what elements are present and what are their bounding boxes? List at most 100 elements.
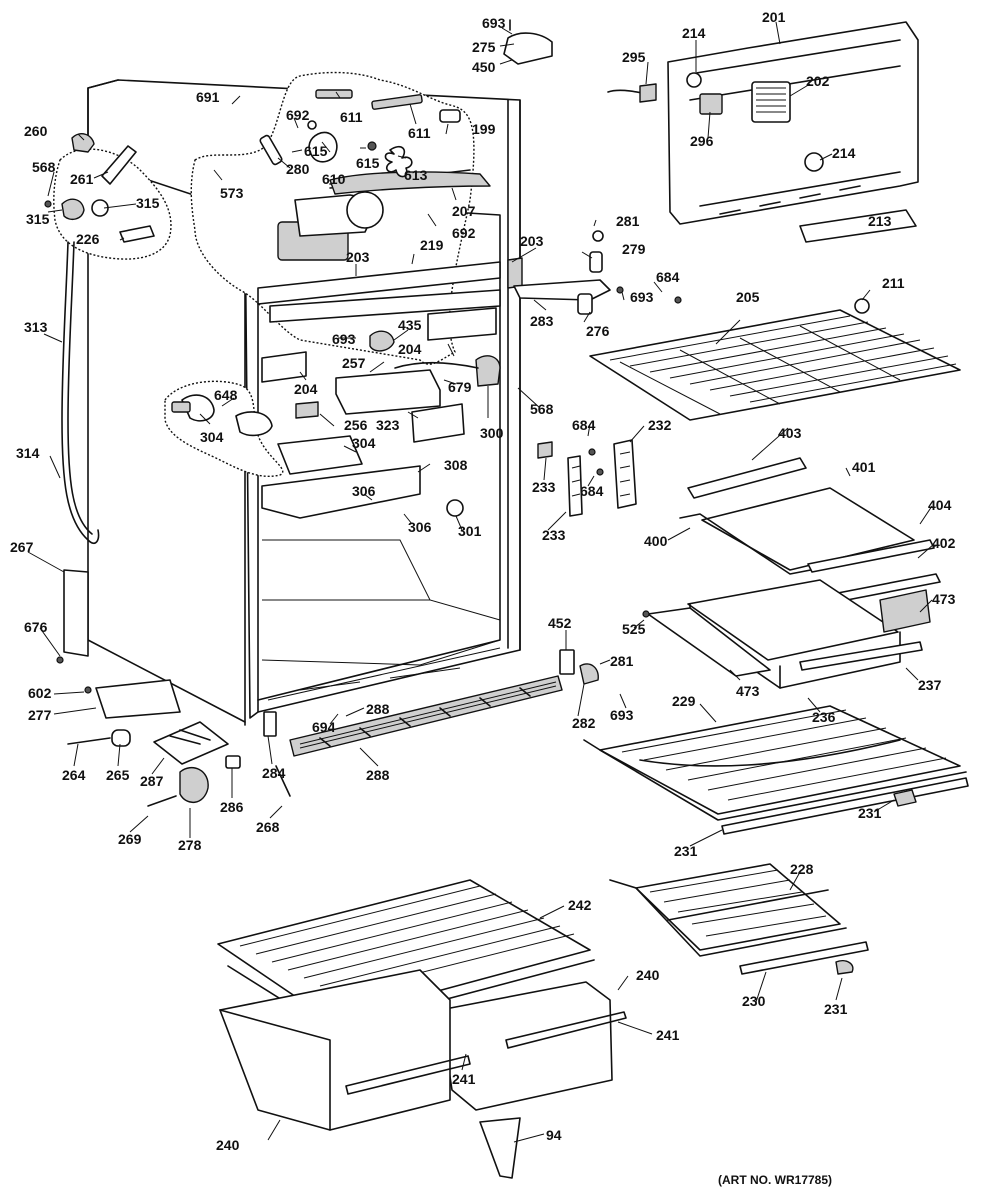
callout-264: 264 xyxy=(62,767,86,783)
callout-207: 207 xyxy=(452,203,476,219)
meat-keeper-drawer xyxy=(642,579,931,689)
part-callouts: 693 275 450 201 214 295 202 296 214 691 … xyxy=(10,9,956,1153)
callout-202: 202 xyxy=(806,73,830,89)
callout-306: 306 xyxy=(352,483,376,499)
callout-256: 256 xyxy=(344,417,368,433)
callout-692: 692 xyxy=(286,107,310,123)
callout-684: 684 xyxy=(572,417,596,433)
callout-313: 313 xyxy=(24,319,48,335)
callout-214: 214 xyxy=(832,145,856,161)
callout-473: 473 xyxy=(736,683,760,699)
callout-300: 300 xyxy=(480,425,504,441)
callout-276: 276 xyxy=(586,323,610,339)
callout-219: 219 xyxy=(420,237,444,253)
callout-214: 214 xyxy=(682,25,706,41)
callout-281: 281 xyxy=(616,213,640,229)
fan-motor-assembly xyxy=(259,89,491,261)
callout-691: 691 xyxy=(196,89,220,105)
callout-241: 241 xyxy=(452,1071,476,1087)
callout-205: 205 xyxy=(736,289,760,305)
callout-684: 684 xyxy=(580,483,604,499)
callout-230: 230 xyxy=(742,993,766,1009)
callout-280: 280 xyxy=(286,161,310,177)
callout-240: 240 xyxy=(216,1137,240,1153)
callout-693: 693 xyxy=(630,289,654,305)
lower-wire-shelf xyxy=(609,863,869,975)
callout-648: 648 xyxy=(214,387,238,403)
callout-203: 203 xyxy=(520,233,544,249)
callout-231: 231 xyxy=(674,843,698,859)
callout-268: 268 xyxy=(256,819,280,835)
callout-450: 450 xyxy=(472,59,496,75)
roller-support xyxy=(479,1117,521,1179)
callout-615: 615 xyxy=(356,155,380,171)
callout-452: 452 xyxy=(548,615,572,631)
callout-296: 296 xyxy=(690,133,714,149)
callout-401: 401 xyxy=(852,459,876,475)
control-brackets xyxy=(261,307,501,519)
callout-602: 602 xyxy=(28,685,52,701)
callout-315: 315 xyxy=(26,211,50,227)
callout-229: 229 xyxy=(672,693,696,709)
callout-237: 237 xyxy=(918,677,942,693)
water-line xyxy=(44,133,155,545)
callout-232: 232 xyxy=(648,417,672,433)
callout-295: 295 xyxy=(622,49,646,65)
callout-260: 260 xyxy=(24,123,48,139)
callout-692: 692 xyxy=(452,225,476,241)
callout-240: 240 xyxy=(636,967,660,983)
callout-213: 213 xyxy=(868,213,892,229)
leader-lines xyxy=(27,21,935,1143)
callout-203: 203 xyxy=(346,249,370,265)
callout-236: 236 xyxy=(812,709,836,725)
callout-613: 613 xyxy=(404,167,428,183)
callout-615: 615 xyxy=(304,143,328,159)
callout-676: 676 xyxy=(24,619,48,635)
callout-693: 693 xyxy=(610,707,634,723)
callout-402: 402 xyxy=(932,535,956,551)
callout-568: 568 xyxy=(530,401,554,417)
callout-568: 568 xyxy=(32,159,56,175)
callout-241: 241 xyxy=(656,1027,680,1043)
callout-525: 525 xyxy=(622,621,646,637)
callout-275: 275 xyxy=(472,39,496,55)
callout-231: 231 xyxy=(858,805,882,821)
callout-679: 679 xyxy=(448,379,472,395)
callout-233: 233 xyxy=(532,479,556,495)
callout-283: 283 xyxy=(530,313,554,329)
callout-694: 694 xyxy=(312,719,336,735)
callout-684: 684 xyxy=(656,269,680,285)
callout-304: 304 xyxy=(352,435,376,451)
shelf-rails xyxy=(537,439,637,517)
fresh-food-shelf xyxy=(583,705,969,835)
callout-403: 403 xyxy=(778,425,802,441)
callout-261: 261 xyxy=(70,171,94,187)
callout-611: 611 xyxy=(408,125,431,141)
callout-301: 301 xyxy=(458,523,482,539)
callout-233: 233 xyxy=(542,527,566,543)
freezer-shelf xyxy=(589,309,961,421)
callout-304: 304 xyxy=(200,429,224,445)
crisper-drawer-right xyxy=(439,981,627,1111)
callout-314: 314 xyxy=(16,445,40,461)
callout-278: 278 xyxy=(178,837,202,853)
callout-281: 281 xyxy=(610,653,634,669)
callout-315: 315 xyxy=(136,195,160,211)
callout-282: 282 xyxy=(572,715,596,731)
callout-693: 693 xyxy=(482,15,506,31)
callout-204: 204 xyxy=(294,381,318,397)
callout-473: 473 xyxy=(932,591,956,607)
callout-277: 277 xyxy=(28,707,52,723)
side-panel xyxy=(56,569,181,719)
callout-610: 610 xyxy=(322,171,346,187)
callout-286: 286 xyxy=(220,799,244,815)
callout-257: 257 xyxy=(342,355,366,371)
callout-573: 573 xyxy=(220,185,244,201)
callout-228: 228 xyxy=(790,861,814,877)
callout-211: 211 xyxy=(882,275,905,291)
top-hinge xyxy=(503,32,553,65)
art-number: (ART NO. WR17785) xyxy=(718,1173,832,1187)
callout-279: 279 xyxy=(622,241,646,257)
callout-611: 611 xyxy=(340,109,363,125)
